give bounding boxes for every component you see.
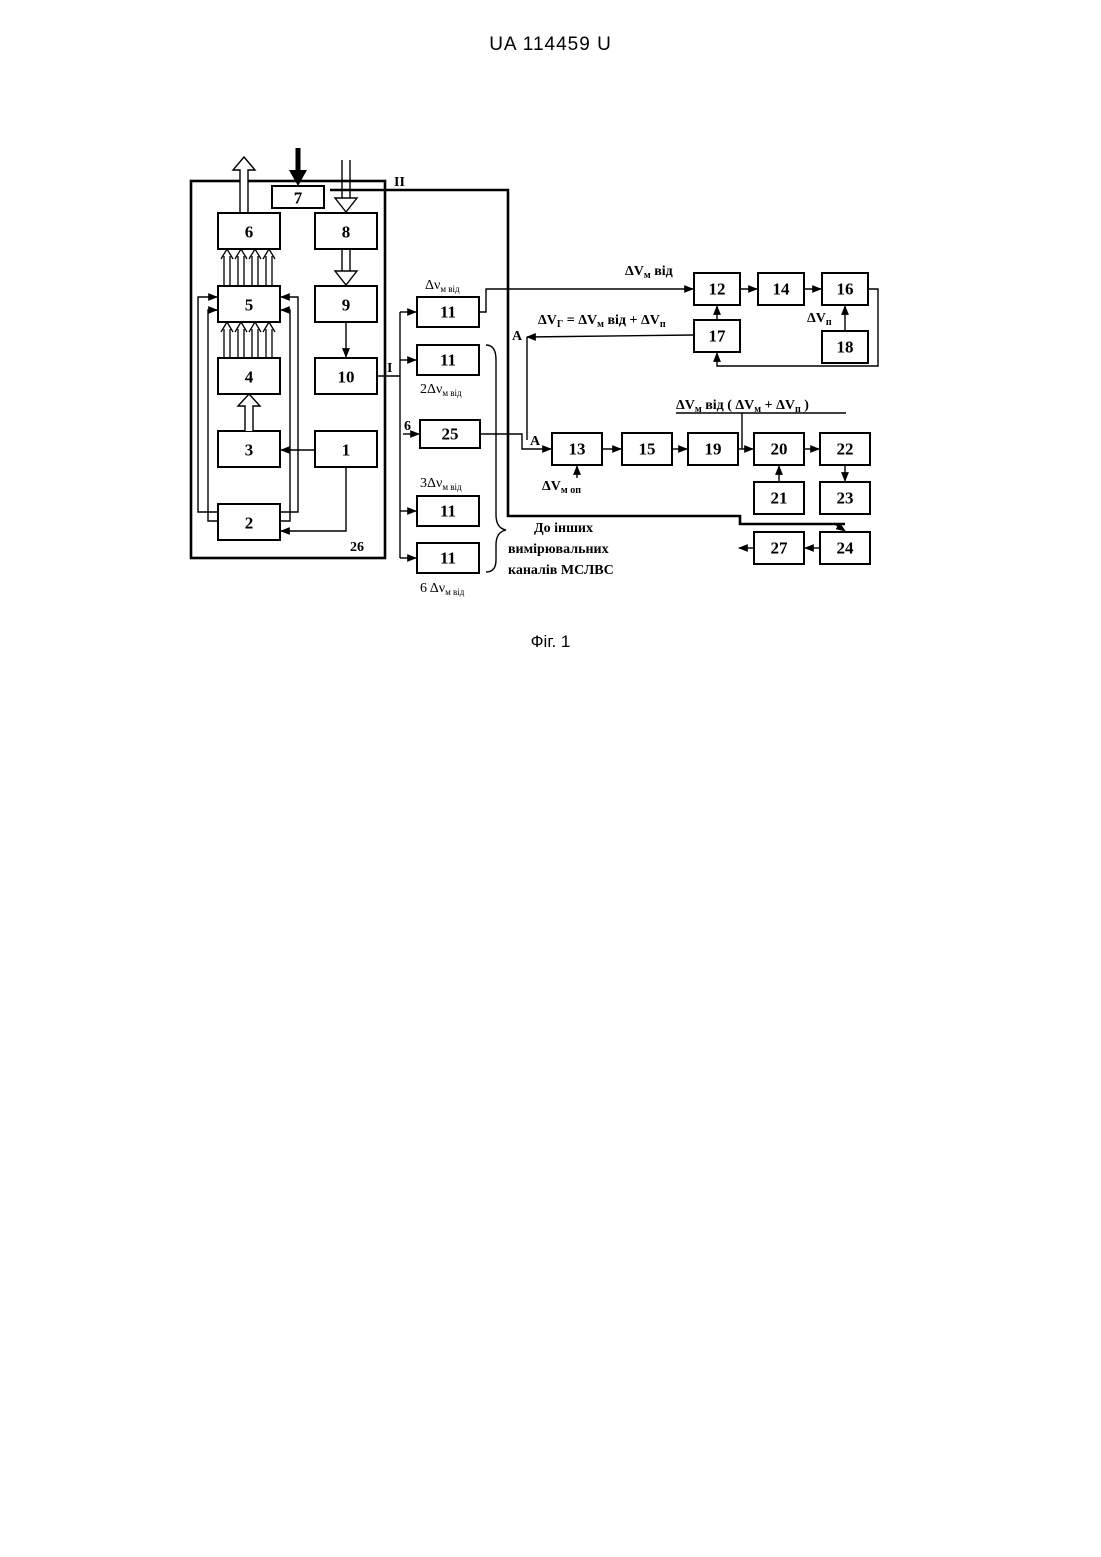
block-7: 7 [272, 186, 324, 208]
label-ch2: 2Δνм від [420, 382, 462, 398]
block-5: 5 [218, 286, 280, 322]
block-16: 16 [822, 273, 868, 305]
arrow-25-to-13 [480, 434, 551, 449]
label-ch6: 6 Δνм від [420, 581, 465, 597]
label-ch1: Δνм від [425, 278, 460, 294]
svg-text:15: 15 [639, 440, 656, 459]
svg-text:24: 24 [837, 539, 855, 558]
label-dv-mop: ΔVм оп [542, 479, 581, 496]
svg-text:11: 11 [440, 549, 456, 568]
block-2: 2 [218, 504, 280, 540]
brace-text-1: До інших [534, 521, 593, 536]
bus-4-to-5 [221, 322, 275, 358]
label-to-12: ΔVм від [625, 264, 673, 281]
arrow-17-to-A [527, 335, 693, 337]
block-11-ch2: 11 [417, 345, 479, 375]
block-11-ch1: 11 [417, 297, 479, 327]
loop-2-to-5-outer-right [280, 297, 298, 512]
svg-text:6: 6 [245, 223, 254, 242]
svg-text:7: 7 [294, 189, 303, 208]
block-18: 18 [822, 331, 868, 363]
svg-text:22: 22 [837, 440, 854, 459]
brace [486, 345, 506, 572]
svg-text:17: 17 [709, 327, 727, 346]
block-23: 23 [820, 482, 870, 514]
marker-A-bottom: A [530, 434, 541, 449]
block-11-ch6: 11 [417, 543, 479, 573]
block-17: 17 [694, 320, 740, 352]
line-I-label: I [387, 361, 392, 376]
block-14: 14 [758, 273, 804, 305]
block-3: 3 [218, 431, 280, 467]
block-15: 15 [622, 433, 672, 465]
arrow-11-to-12 [479, 289, 693, 312]
svg-text:11: 11 [440, 351, 456, 370]
svg-text:14: 14 [773, 280, 791, 299]
svg-text:21: 21 [771, 489, 788, 508]
bus-5-to-6 [221, 249, 275, 286]
svg-text:12: 12 [709, 280, 726, 299]
block-19: 19 [688, 433, 738, 465]
brace-text-3: каналів МСЛВС [508, 563, 614, 578]
svg-text:2: 2 [245, 514, 254, 533]
svg-text:23: 23 [837, 489, 854, 508]
svg-text:8: 8 [342, 223, 351, 242]
svg-text:25: 25 [442, 425, 459, 444]
block-27: 27 [754, 532, 804, 564]
svg-text:4: 4 [245, 368, 254, 387]
block-10: 10 [315, 358, 377, 394]
block-22: 22 [820, 433, 870, 465]
svg-text:18: 18 [837, 338, 854, 357]
line-II [330, 190, 845, 524]
arrow-3-to-4 [238, 394, 260, 431]
block-8: 8 [315, 213, 377, 249]
block-13: 13 [552, 433, 602, 465]
arrow-1-to-2 [281, 467, 346, 531]
block-25: 25 [420, 420, 480, 448]
equation-17: ΔVГ = ΔVм від + ΔVп [538, 313, 666, 330]
block-11-ch3: 11 [417, 496, 479, 526]
line-II-label: II [394, 175, 405, 190]
loop-2-to-5-inner-left [208, 310, 218, 521]
label-ch3: 3Δνм від [420, 476, 462, 492]
svg-text:20: 20 [771, 440, 788, 459]
formula-label: ΔVм від ( ΔVм + ΔVп ) [676, 398, 809, 415]
svg-text:13: 13 [569, 440, 586, 459]
block-6: 6 [218, 213, 280, 249]
label-dv-p: ΔVп [807, 311, 832, 328]
block-12: 12 [694, 273, 740, 305]
frame-26-label: 26 [350, 540, 364, 555]
figure-caption: Фіг. 1 [0, 632, 1101, 652]
marker-A-top: A [512, 329, 523, 344]
svg-text:3: 3 [245, 441, 254, 460]
arrow-8-to-9 [335, 249, 357, 285]
svg-text:10: 10 [338, 368, 355, 387]
svg-text:11: 11 [440, 502, 456, 521]
block-20: 20 [754, 433, 804, 465]
loop-2-to-5-inner-right [280, 310, 290, 521]
svg-text:1: 1 [342, 441, 351, 460]
svg-text:27: 27 [771, 539, 789, 558]
output-arrow-6 [233, 157, 255, 213]
svg-text:9: 9 [342, 296, 351, 315]
block-21: 21 [754, 482, 804, 514]
input-6-label: 6 [404, 419, 411, 434]
block-4: 4 [218, 358, 280, 394]
input-arrow-8 [335, 160, 357, 212]
svg-text:16: 16 [837, 280, 854, 299]
block-1: 1 [315, 431, 377, 467]
block-9: 9 [315, 286, 377, 322]
block-24: 24 [820, 532, 870, 564]
brace-text-2: вимірювальних [508, 542, 609, 557]
svg-text:11: 11 [440, 303, 456, 322]
svg-text:19: 19 [705, 440, 722, 459]
svg-text:5: 5 [245, 296, 254, 315]
